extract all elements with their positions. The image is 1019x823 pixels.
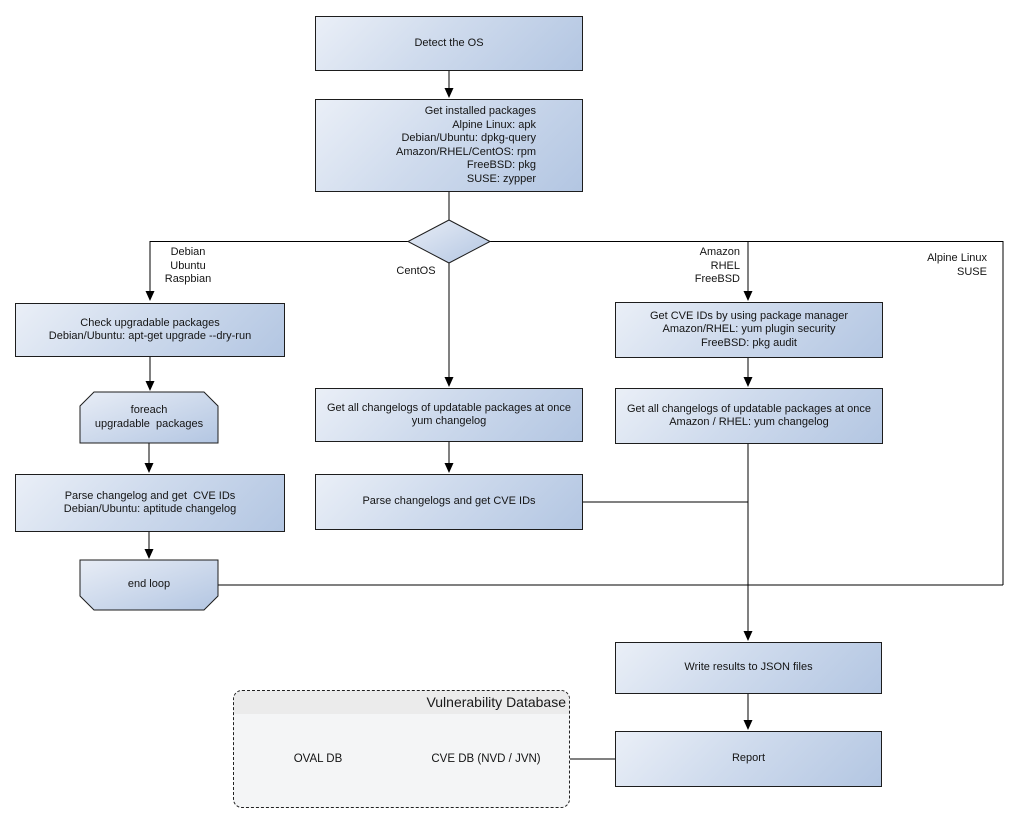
vulnerability-database-title-band: Vulnerability Database xyxy=(234,691,569,714)
node-get-installed-packages: Get installed packages Alpine Linux: apk… xyxy=(315,99,583,192)
cve-db-label: CVE DB (NVD / JVN) xyxy=(431,753,541,765)
branch-label-debian-ubuntu-raspbian: Debian Ubuntu Raspbian xyxy=(164,246,212,285)
vulnerability-database-container: Vulnerability Database xyxy=(233,690,570,808)
node-parse-changelog-debian: Parse changelog and get CVE IDs Debian/U… xyxy=(15,474,285,532)
vulnerability-database-title: Vulnerability Database xyxy=(426,694,566,710)
node-write-results-json: Write results to JSON files xyxy=(615,642,882,694)
oval-db-label: OVAL DB xyxy=(293,753,343,765)
end-loop-label: end loop xyxy=(127,578,171,591)
end-loop-shape xyxy=(79,559,219,611)
node-report: Report xyxy=(615,731,882,787)
branch-label-centos: CentOS xyxy=(396,265,436,277)
foreach-loop-label: foreach upgradable packages xyxy=(94,404,204,430)
connector-diamond-to-debian-branch xyxy=(149,241,408,293)
node-check-upgradable-packages: Check upgradable packages Debian/Ubuntu:… xyxy=(15,303,285,357)
node-get-changelogs-yum: Get all changelogs of updatable packages… xyxy=(315,388,583,442)
node-get-cve-ids-pkg-manager: Get CVE IDs by using package manager Ama… xyxy=(615,302,883,358)
node-parse-changelogs-yum: Parse changelogs and get CVE IDs xyxy=(315,474,583,530)
node-get-changelogs-amazon-rhel: Get all changelogs of updatable packages… xyxy=(615,388,883,444)
arrowheads xyxy=(144,88,753,730)
branch-label-amazon-rhel-freebsd: Amazon RHEL FreeBSD xyxy=(694,246,740,285)
branch-label-alpine-suse: Alpine Linux SUSE xyxy=(927,252,987,278)
foreach-loop-shape xyxy=(79,391,219,444)
os-decision-diamond xyxy=(406,219,492,264)
node-detect-os: Detect the OS xyxy=(315,16,583,71)
connector-diamond-to-right-branches xyxy=(490,241,1004,585)
